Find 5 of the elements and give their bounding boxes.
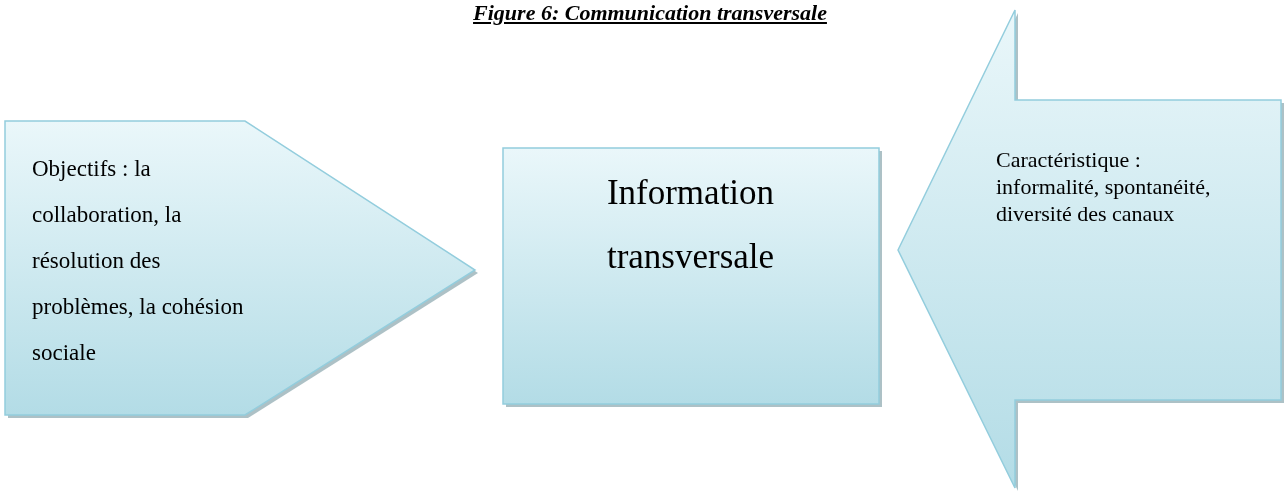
figure-title: Figure 6: Communication transversale <box>472 0 828 26</box>
left-arrow-shape <box>896 8 1286 491</box>
node-text: Caractéristique : informalité, spontanéité, diversité des canaux <box>996 146 1212 227</box>
node-text: Objectifs : la collaboration, la résolution des problèmes, la cohésion sociale <box>32 155 245 367</box>
node-text: Information transversale <box>605 172 776 278</box>
